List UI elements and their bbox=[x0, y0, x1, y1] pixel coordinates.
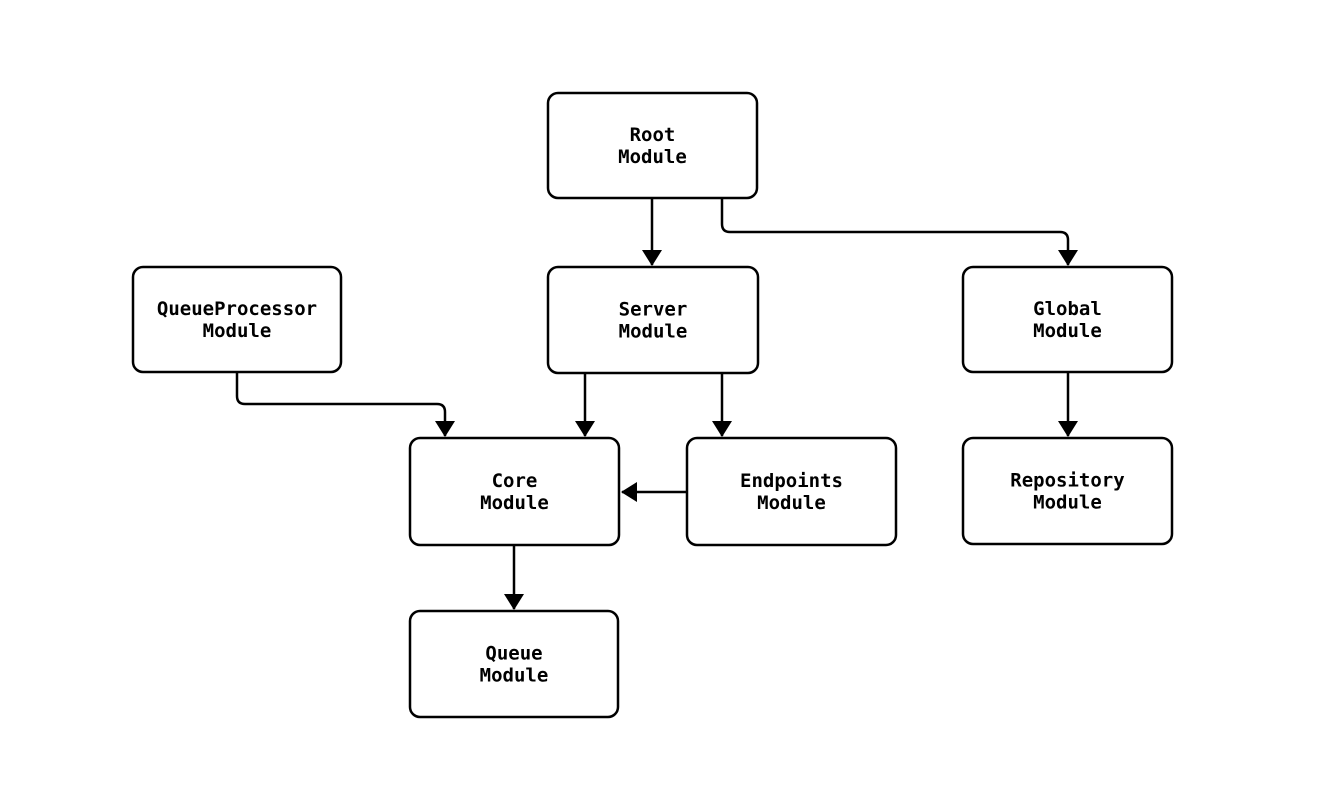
node-box bbox=[131, 265, 343, 374]
edge-root-global bbox=[720, 198, 1078, 266]
node-box bbox=[961, 265, 1174, 374]
node-box bbox=[408, 609, 620, 719]
edge-queueprocessor-core bbox=[235, 372, 455, 437]
node-box bbox=[546, 91, 759, 200]
node-box bbox=[961, 436, 1174, 546]
node-box bbox=[408, 436, 621, 547]
node-box bbox=[685, 436, 898, 547]
edges-layer bbox=[235, 198, 1078, 610]
node-box bbox=[546, 265, 760, 375]
